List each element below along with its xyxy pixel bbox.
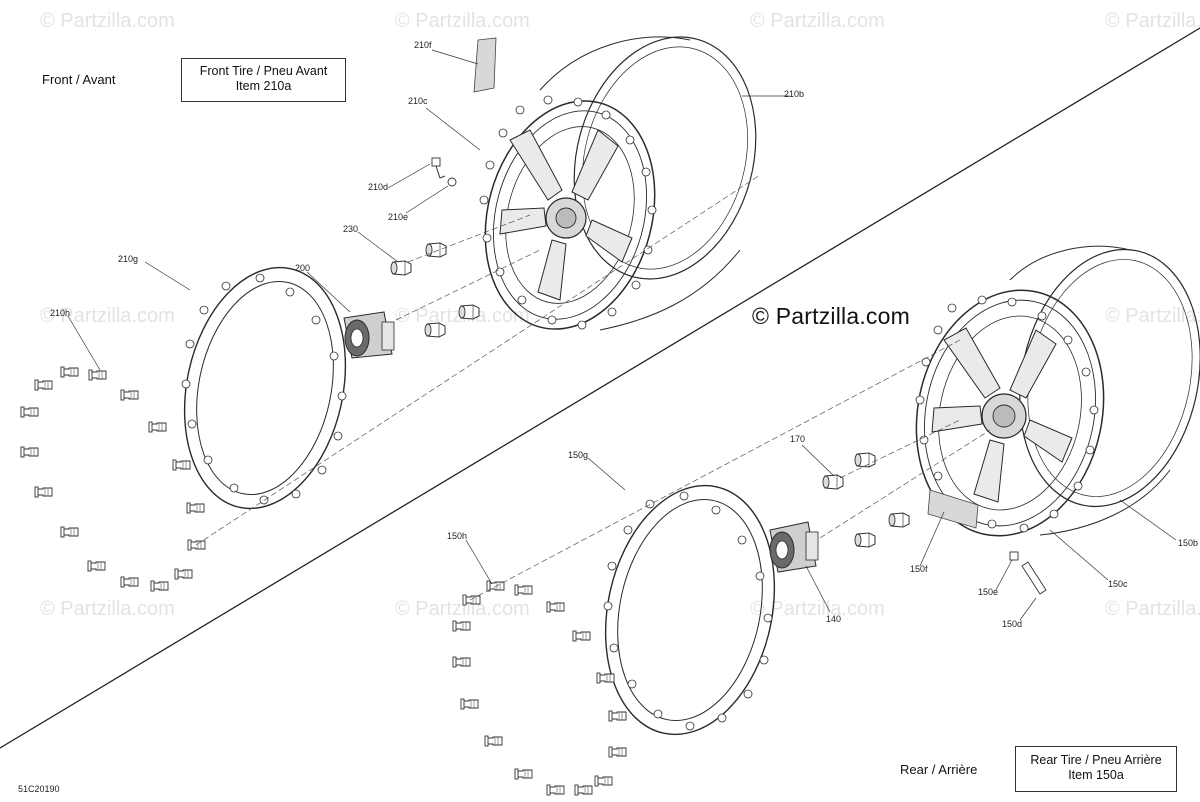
callout-210f: 210f [414,40,432,50]
front-tire-box: Front Tire / Pneu Avant Item 210a [181,58,346,102]
copyright-label: © Partzilla.com [752,303,910,329]
callout-labels: 210f 210b 210c 210d 210e 230 200 210g 21… [50,40,1198,629]
callout-210b: 210b [784,89,804,99]
svg-text:© Partzilla.com: © Partzilla.com [750,10,885,32]
front-bolts [20,366,206,592]
leader-lines [67,49,1177,621]
svg-text:© Partzilla.com: © Partzilla.com [40,10,175,32]
callout-210d: 210d [368,182,388,192]
rear-wheel [915,245,1200,537]
svg-text:© Partzilla.com: © Partzilla.com [395,598,530,620]
callout-170: 170 [790,434,805,444]
callout-230: 230 [343,224,358,234]
rear-hub [769,521,819,573]
callout-210h: 210h [50,308,70,318]
front-beadlock-ring [181,266,347,510]
svg-text:© Partzilla.com: © Partzilla.com [40,598,175,620]
svg-text:© Partzilla.com: © Partzilla.com [395,10,530,32]
callout-150f: 150f [910,564,928,574]
front-hub [343,311,395,359]
front-side-label: Front / Avant [42,72,116,87]
callout-150d: 150d [1002,619,1022,629]
front-rear-divider [0,27,1200,749]
rear-tire-item: Item 150a [1068,768,1124,782]
callout-150e: 150e [978,587,998,597]
callout-210g: 210g [118,254,138,264]
svg-text:© Partzilla.com: © Partzilla.com [1105,305,1200,327]
watermark-layer: © Partzilla.com © Partzilla.com © Partzi… [40,10,1200,620]
front-tire-title: Front Tire / Pneu Avant [199,64,328,78]
lug-nut [390,260,412,276]
callout-150b: 150b [1178,538,1198,548]
rear-tire-box: Rear Tire / Pneu Arrière Item 150a [1015,746,1177,792]
svg-text:© Partzilla.com: © Partzilla.com [1105,10,1200,32]
svg-text:© Partzilla.com: © Partzilla.com [40,305,175,327]
callout-200: 200 [295,263,310,273]
front-tire-item: Item 210a [235,79,292,93]
front-sticker [473,37,497,93]
callout-150h: 150h [447,531,467,541]
svg-text:© Partzilla.com: © Partzilla.com [750,598,885,620]
rear-beadlock-ring [603,484,776,736]
rear-sticker [927,489,979,529]
rear-side-label: Rear / Arrière [900,762,978,777]
front-valve-parts [431,157,457,187]
front-wheel [479,36,757,331]
callout-210e: 210e [388,212,408,222]
svg-text:© Partzilla.com: © Partzilla.com [1105,598,1200,620]
figure-id: 51C20190 [18,784,60,794]
callout-210c: 210c [408,96,428,106]
rear-valve-parts [1009,551,1047,595]
callout-150c: 150c [1108,579,1128,589]
callout-140: 140 [826,614,841,624]
callout-150g: 150g [568,450,588,460]
rear-tire-title: Rear Tire / Pneu Arrière [1030,753,1162,767]
